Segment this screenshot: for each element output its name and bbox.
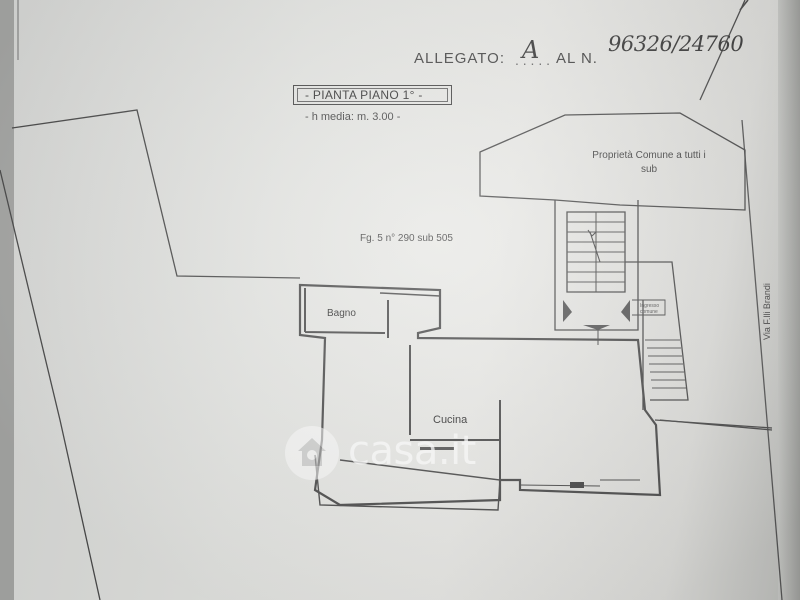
al-n-label: AL N. [556,50,598,67]
external-stairs [625,261,689,401]
common-property-label: Proprietà Comune a tutti i sub [592,150,706,175]
stair-inner [566,211,626,293]
room-label-cucina: Cucina [433,414,468,426]
allegato-letter: A [522,36,540,64]
allegato-label: ALLEGATO: [414,50,505,67]
page-right-edge [778,0,800,600]
lot-boundary-left [11,109,301,279]
plan-title-frame [293,85,452,105]
reference-number: 96326/24760 [608,32,744,56]
lot-diagonal-left [0,169,101,600]
casa-watermark-logo-icon [285,426,339,480]
parcel-reference: Fg. 5 n° 290 sub 505 [360,233,453,244]
right-border-line [741,119,783,600]
page-left-edge [0,0,14,600]
balcony-outline [314,454,501,511]
plan-title-inner-frame [297,88,448,102]
street-label: Via F.lli Brandi [762,283,772,340]
bagno-wall [304,288,389,338]
room-label-bagno: Bagno [327,308,356,319]
dots-leader: . . . . . [515,52,551,68]
stair-arrow [587,229,601,263]
plan-title: - PIANTA PIANO 1° - [305,88,423,102]
entrance-label: Ingresso comune [640,303,660,315]
lot-diagonal-right [699,0,746,101]
kitchen-wall [409,345,501,480]
watermark-text: casa.it [348,428,476,474]
common-property-outline [479,112,746,211]
staircase-block [554,200,639,331]
average-height-label: - h media: m. 3.00 - [305,111,401,123]
